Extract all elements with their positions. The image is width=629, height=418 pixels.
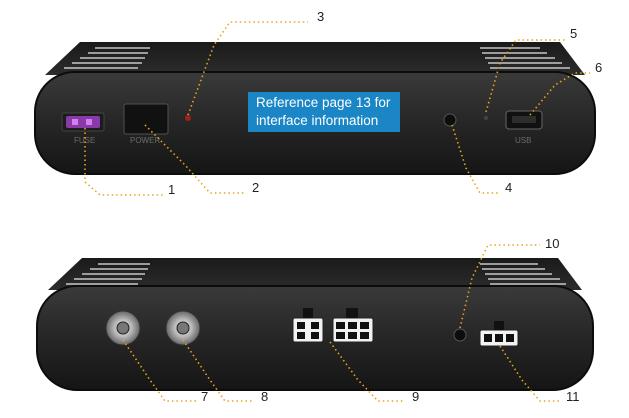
callout-11: 11	[566, 389, 580, 404]
callout-7: 7	[201, 389, 209, 404]
power-indicator-led	[185, 115, 191, 121]
power-connector-icon	[292, 308, 324, 343]
callout-1: 1	[168, 182, 176, 197]
callout-4: 4	[505, 180, 513, 195]
fuse-icon	[66, 116, 100, 128]
usb-label: USB	[515, 136, 531, 145]
callout-2: 2	[252, 180, 260, 195]
rear-top-surface	[48, 258, 582, 290]
power-label: POWER	[130, 136, 160, 145]
callout-6: 6	[595, 60, 603, 75]
rear-vent-left	[66, 263, 150, 285]
power-switch	[123, 103, 169, 135]
callout-8: 8	[261, 389, 269, 404]
callout-5: 5	[570, 26, 578, 41]
callout-3: 3	[317, 9, 325, 24]
audio-jack-icon	[453, 328, 467, 342]
front-vent-left	[64, 47, 150, 69]
reference-note-line-2: interface information	[256, 113, 379, 128]
callout-10: 10	[545, 236, 560, 251]
front-top-surface	[45, 42, 585, 75]
front-vent-right	[480, 47, 570, 69]
power-connector-icon	[332, 308, 374, 343]
rear-device	[36, 258, 594, 391]
rear-callout-lines	[122, 244, 560, 402]
front-callout-lines	[84, 21, 590, 196]
rear-vent-right	[480, 263, 566, 285]
callout-9: 9	[412, 389, 420, 404]
reference-note-line-1: Reference page 13 for	[256, 95, 391, 110]
reference-note: Reference page 13 for interface informat…	[248, 92, 400, 132]
status-led	[484, 116, 488, 120]
fuse-label: FUSE	[74, 136, 95, 145]
ir-sensor-icon	[443, 113, 457, 127]
three-pin-connector-icon	[479, 321, 519, 347]
